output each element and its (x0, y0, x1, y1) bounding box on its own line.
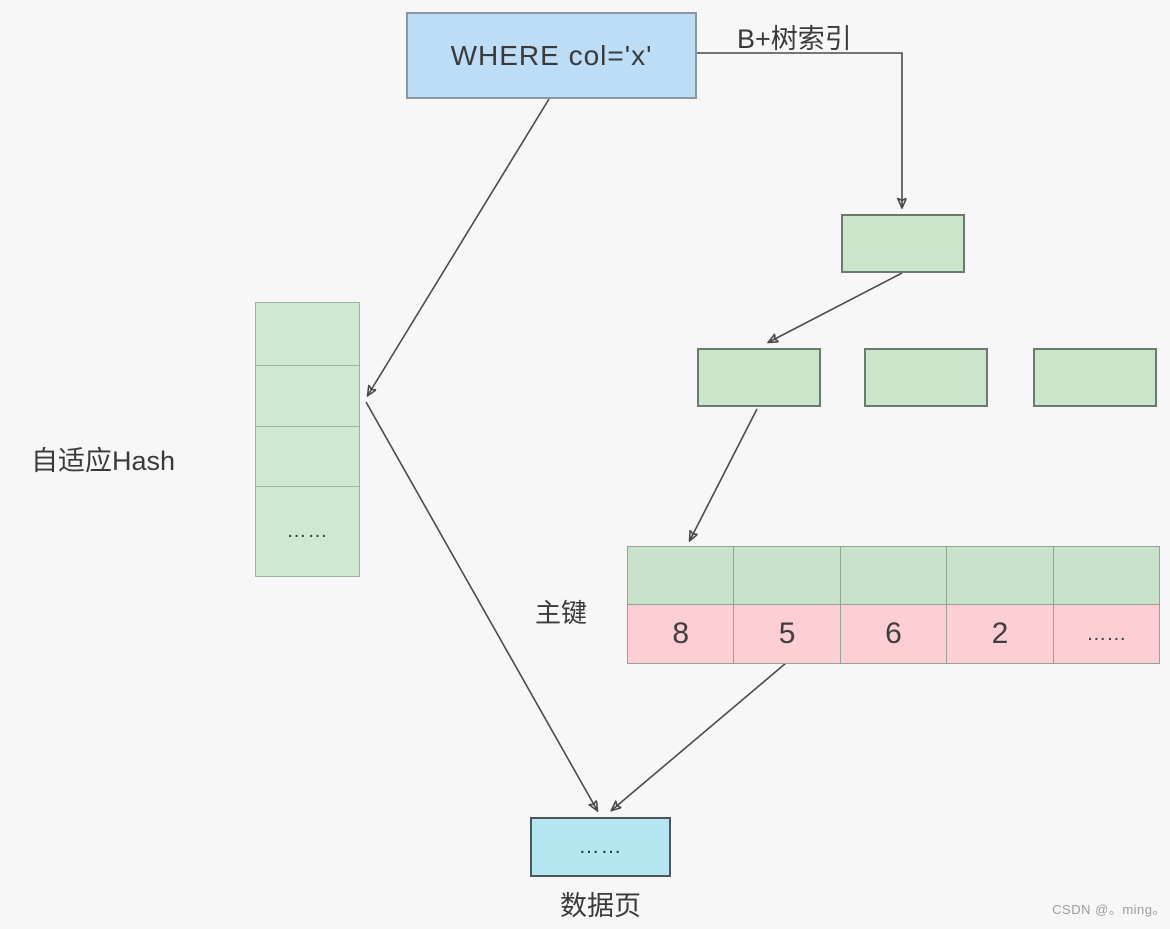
data-page-content: …… (578, 835, 623, 858)
arrow-root-to-leaf (769, 272, 903, 342)
data-page-label: 数据页 (560, 891, 641, 921)
data-page-box: …… (530, 817, 671, 877)
btree-root-node (841, 214, 965, 273)
btree-index-label: B+树索引 (737, 24, 852, 54)
primary-key-index-row (628, 547, 1160, 605)
adaptive-hash-stack: …… (255, 302, 360, 577)
primary-key-table: 8 5 6 2 …… (627, 546, 1160, 664)
btree-leaf-node-3 (1033, 348, 1157, 407)
hash-bucket-cell (256, 303, 359, 366)
index-cell (734, 547, 841, 605)
key-cell: 8 (628, 605, 735, 663)
arrow-query-to-hash (368, 98, 550, 395)
btree-leaf-node-1 (697, 348, 821, 407)
index-cell (947, 547, 1054, 605)
btree-leaf-node-2 (864, 348, 988, 407)
primary-key-label: 主键 (535, 598, 588, 628)
key-cell: 5 (734, 605, 841, 663)
index-cell (1053, 547, 1160, 605)
arrow-query-to-root (697, 52, 902, 207)
key-cell: 6 (840, 605, 948, 663)
arrow-primary-key-to-data-page (612, 662, 787, 810)
where-query-box: WHERE col='x' (406, 12, 697, 99)
index-cell (628, 547, 735, 605)
hash-bucket-cell (256, 427, 359, 487)
where-query-label: WHERE col='x' (450, 39, 653, 71)
key-cell-ellipsis: …… (1053, 605, 1160, 663)
primary-key-value-row: 8 5 6 2 …… (628, 605, 1160, 663)
arrow-leaf-to-primary-key (690, 408, 758, 540)
key-cell: 2 (947, 605, 1054, 663)
csdn-watermark: CSDN @。ming。 (1052, 902, 1166, 917)
hash-bucket-cell (256, 366, 359, 427)
adaptive-hash-label: 自适应Hash (31, 446, 176, 476)
index-cell (840, 547, 948, 605)
hash-bucket-cell-ellipsis: …… (286, 520, 329, 542)
